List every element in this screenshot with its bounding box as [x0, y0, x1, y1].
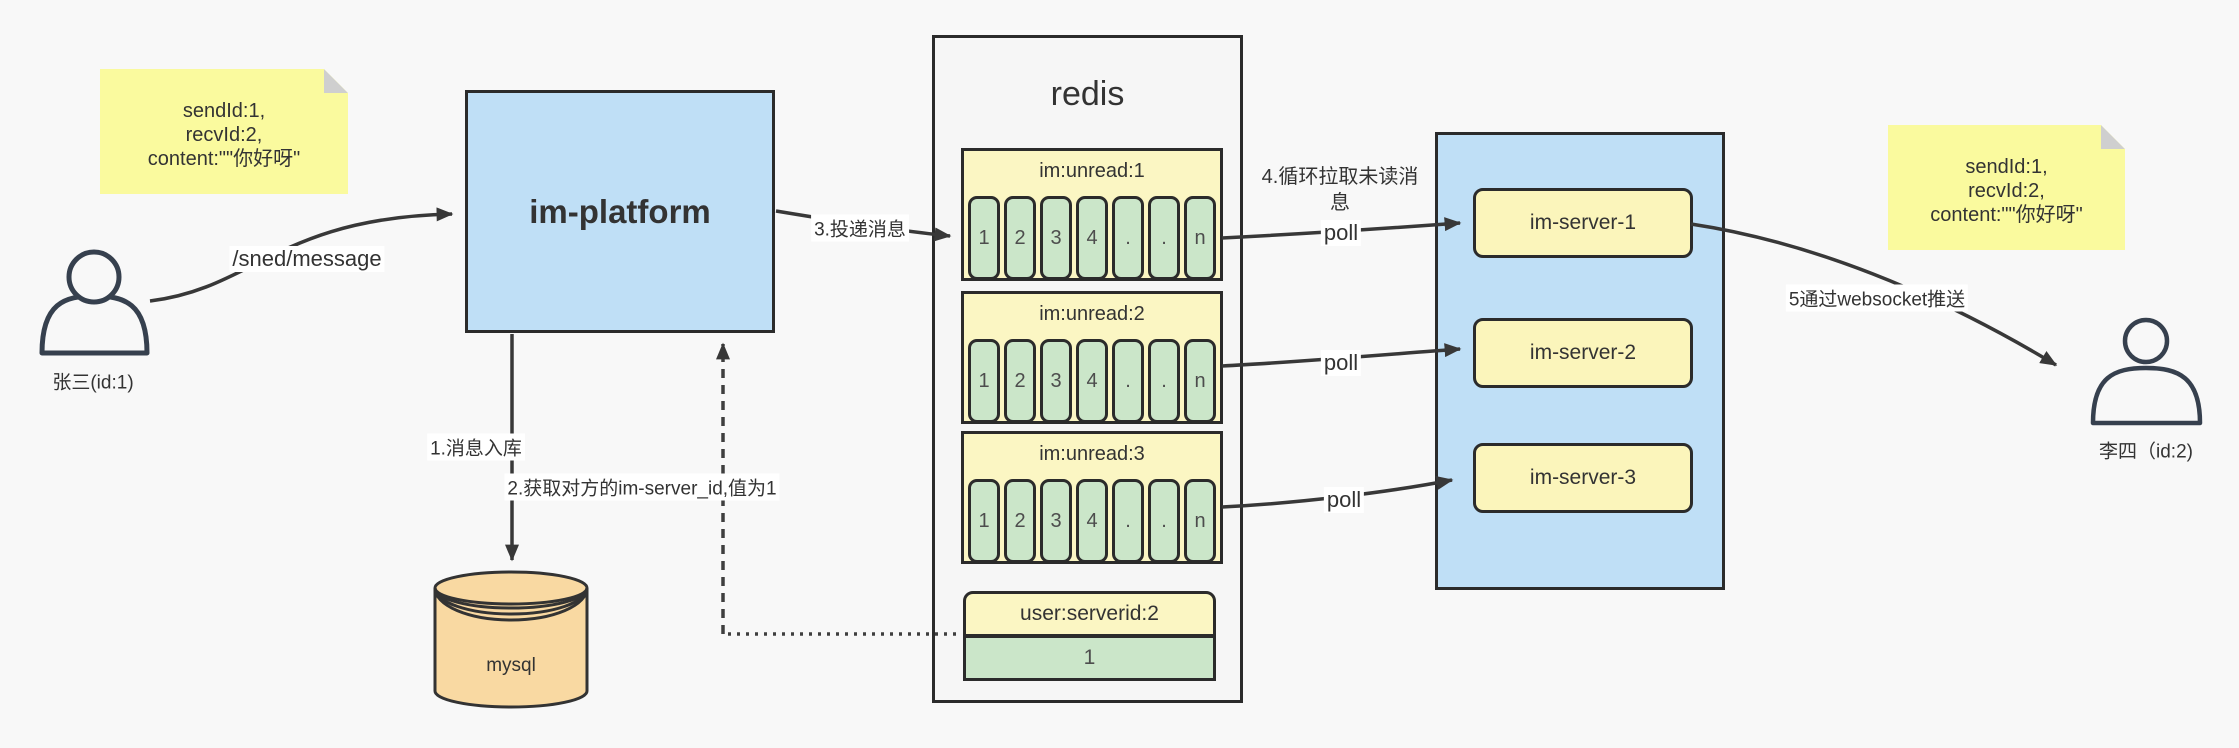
note-line: recvId:2, — [185, 123, 263, 146]
step5-label: 5通过websocket推送 — [1785, 284, 1969, 312]
queue-title: im:unread:1 — [1039, 160, 1145, 182]
receiver-user-icon — [2090, 317, 2203, 426]
queue-cell: 3 — [1040, 339, 1072, 423]
queue-cell: n — [1184, 339, 1216, 423]
mysql-label: mysql — [486, 655, 536, 676]
queue-cell: 2 — [1004, 479, 1036, 563]
sender-label: 张三(id:1) — [52, 372, 134, 394]
step1-label: 1.消息入库 — [427, 433, 525, 461]
queue-cells: 1 2 3 4 . . n — [968, 196, 1216, 280]
queue-cells: 1 2 3 4 . . n — [968, 339, 1216, 423]
mysql-database-icon — [433, 570, 589, 709]
user-serverid-title: user:serverid:2 — [963, 591, 1216, 637]
queue-cell: 1 — [968, 196, 1000, 280]
receiver-label: 李四（id:2) — [2099, 441, 2193, 463]
queue-cells: 1 2 3 4 . . n — [968, 479, 1216, 563]
queue-cell: 4 — [1076, 196, 1108, 280]
queue-cell: 4 — [1076, 479, 1108, 563]
queue-cell: 2 — [1004, 196, 1036, 280]
poll-label-3: poll — [1323, 487, 1365, 513]
queue-im-unread-1: im:unread:1 1 2 3 4 . . n — [961, 148, 1223, 281]
step4-label: 4.循环拉取未读消息 — [1261, 166, 1419, 214]
redis-title: redis — [1050, 75, 1125, 113]
queue-cell: n — [1184, 196, 1216, 280]
queue-cell: 3 — [1040, 479, 1072, 563]
send-endpoint-label: /sned/message — [229, 246, 385, 272]
sticky-note-receiver-payload: sendId:1, recvId:2, content:""你好呀" — [1888, 125, 2125, 250]
step3-label: 3.投递消息 — [811, 214, 909, 242]
queue-cell: . — [1112, 339, 1144, 423]
queue-title: im:unread:2 — [1039, 303, 1145, 325]
sender-user-icon — [39, 249, 150, 356]
note-line: content:""你好呀" — [1930, 203, 2083, 226]
note-line: content:""你好呀" — [147, 147, 301, 170]
queue-cell: 1 — [968, 339, 1000, 423]
note-line: recvId:2, — [1968, 179, 2045, 202]
user-serverid-box: user:serverid:2 1 — [963, 591, 1216, 681]
im-server-3-box: im-server-3 — [1473, 443, 1693, 513]
im-platform-label: im-platform — [529, 192, 711, 230]
queue-im-unread-2: im:unread:2 1 2 3 4 . . n — [961, 291, 1223, 424]
note-line: sendId:1, — [1965, 155, 2048, 178]
queue-cell: 1 — [968, 479, 1000, 563]
poll-label-2: poll — [1320, 350, 1362, 376]
queue-cell: . — [1148, 196, 1180, 280]
queue-cell: 4 — [1076, 339, 1108, 423]
queue-cell: 3 — [1040, 196, 1072, 280]
note-fold-icon — [2101, 125, 2125, 149]
queue-cell: . — [1148, 339, 1180, 423]
note-line: sendId:1, — [182, 99, 266, 122]
im-platform-box: im-platform — [465, 90, 775, 333]
queue-cell: . — [1112, 479, 1144, 563]
sticky-note-sender-payload: sendId:1, recvId:2, content:""你好呀" — [100, 69, 348, 194]
queue-im-unread-3: im:unread:3 1 2 3 4 . . n — [961, 431, 1223, 564]
queue-title: im:unread:3 — [1039, 443, 1145, 465]
im-server-2-box: im-server-2 — [1473, 318, 1693, 388]
note-fold-icon — [324, 69, 348, 93]
queue-cell: n — [1184, 479, 1216, 563]
queue-cell: . — [1112, 196, 1144, 280]
poll-label-1: poll — [1320, 220, 1362, 246]
redis-container: redis im:unread:1 1 2 3 4 . . n im:unrea… — [932, 35, 1243, 703]
queue-cell: 2 — [1004, 339, 1036, 423]
im-server-cluster: im-server-1 im-server-2 im-server-3 — [1435, 132, 1725, 590]
queue-cell: . — [1148, 479, 1180, 563]
step2-label: 2.获取对方的im-server_id,值为1 — [504, 473, 780, 501]
user-serverid-value: 1 — [963, 635, 1216, 681]
im-server-1-box: im-server-1 — [1473, 188, 1693, 258]
